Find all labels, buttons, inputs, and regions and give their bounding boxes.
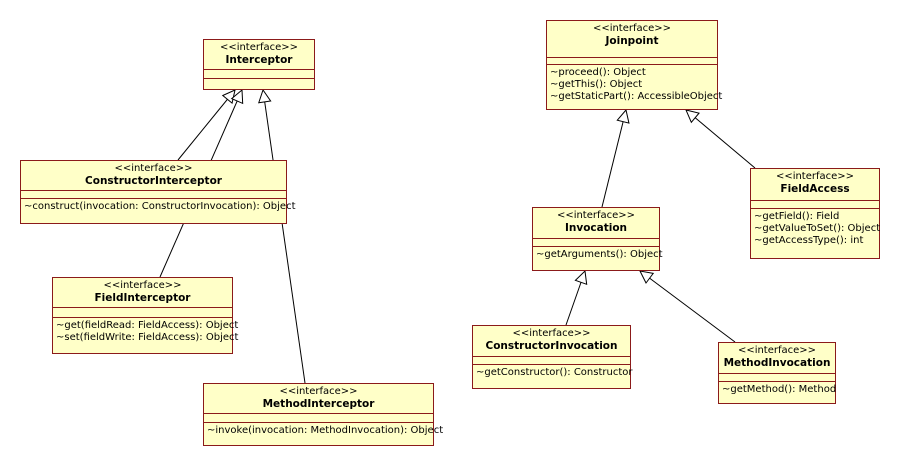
joinpoint-interface-box[interactable]: <<interface>> Joinpoint ~proceed(): Obje… [546,20,723,110]
constructor-interceptor-operations: ~construct(invocation: ConstructorInvoca… [21,198,296,215]
field-interceptor-name: FieldInterceptor [94,292,191,304]
interceptor-attributes-compartment [204,69,314,78]
interceptor-operations-compartment [204,78,314,79]
get-this-operation: ~getThis(): Object [550,79,643,90]
method-interceptor-stereotype: <<interface>> [279,386,358,397]
construct-operation: ~construct(invocation: ConstructorInvoca… [24,201,296,212]
field-interceptor-stereotype: <<interface>> [103,280,182,291]
constructor-invocation-interface-box[interactable]: <<interface>> ConstructorInvocation ~get… [472,325,633,389]
field-interceptor-interface-box[interactable]: <<interface>> FieldInterceptor ~get(fiel… [52,277,239,354]
joinpoint-stereotype: <<interface>> [592,23,672,34]
get-method-operation: ~getMethod(): Method [722,384,837,395]
get-constructor-operation: ~getConstructor(): Constructor [476,367,633,378]
invocation-stereotype: <<interface>> [556,210,636,221]
invocation-operations: ~getArguments(): Object [533,246,663,263]
invoke-operation: ~invoke(invocation: MethodInvocation): O… [207,425,444,436]
constructor-interceptor-stereotype: <<interface>> [114,163,193,174]
field-access-interface-box[interactable]: <<interface>> FieldAccess ~getField(): F… [750,168,880,259]
field-access-operations: ~getField(): Field ~getValueToSet(): Obj… [751,208,881,249]
method-interceptor-to-interceptor-arrow [263,90,306,384]
get-field-op: ~getField(): Field [754,211,840,222]
ctor-interceptor-to-interceptor-arrow [177,90,235,161]
method-interceptor-operations: ~invoke(invocation: MethodInvocation): O… [204,422,444,439]
field-access-to-joinpoint-arrow [686,110,756,169]
method-invocation-interface-box[interactable]: <<interface>> MethodInvocation ~getMetho… [718,342,836,404]
method-invocation-operations: ~getMethod(): Method [719,381,837,398]
get-field-operation: ~get(fieldRead: FieldAccess): Object [56,320,239,331]
get-access-type-op: ~getAccessType(): int [754,235,864,246]
interceptor-interface-box[interactable]: <<interface>> Interceptor [203,39,315,90]
method-invocation-name: MethodInvocation [723,357,831,369]
proceed-operation: ~proceed(): Object [550,67,646,78]
invocation-name: Invocation [564,222,628,234]
constructor-invocation-stereotype: <<interface>> [512,328,591,339]
constructor-invocation-operations: ~getConstructor(): Constructor [473,364,633,381]
field-interceptor-operations: ~get(fieldRead: FieldAccess): Object ~se… [53,317,239,346]
invocation-to-joinpoint-arrow [601,110,626,208]
interceptor-stereotype: <<interface>> [219,42,299,53]
set-field-operation: ~set(fieldWrite: FieldAccess): Object [56,332,239,343]
method-invocation-to-invocation-arrow [640,271,736,343]
field-access-stereotype: <<interface>> [775,171,855,182]
constructor-interceptor-name: ConstructorInterceptor [85,175,222,187]
interceptor-name: Interceptor [225,54,293,66]
method-interceptor-name: MethodInterceptor [262,398,375,410]
invocation-interface-box[interactable]: <<interface>> Invocation ~getArguments()… [532,207,663,271]
method-invocation-stereotype: <<interface>> [737,345,817,356]
joinpoint-operations: ~proceed(): Object ~getThis(): Object ~g… [547,64,723,105]
method-interceptor-interface-box[interactable]: <<interface>> MethodInterceptor ~invoke(… [203,383,444,446]
constructor-invocation-name: ConstructorInvocation [485,340,618,352]
field-access-name: FieldAccess [780,183,850,195]
get-arguments-operation: ~getArguments(): Object [536,249,663,260]
ctor-invocation-to-invocation-arrow [565,271,585,326]
constructor-interceptor-interface-box[interactable]: <<interface>> ConstructorInterceptor ~co… [20,160,296,224]
joinpoint-name: Joinpoint [605,35,659,47]
get-static-part-operation: ~getStaticPart(): AccessibleObject [550,91,723,102]
get-value-to-set-op: ~getValueToSet(): Object [754,223,881,234]
